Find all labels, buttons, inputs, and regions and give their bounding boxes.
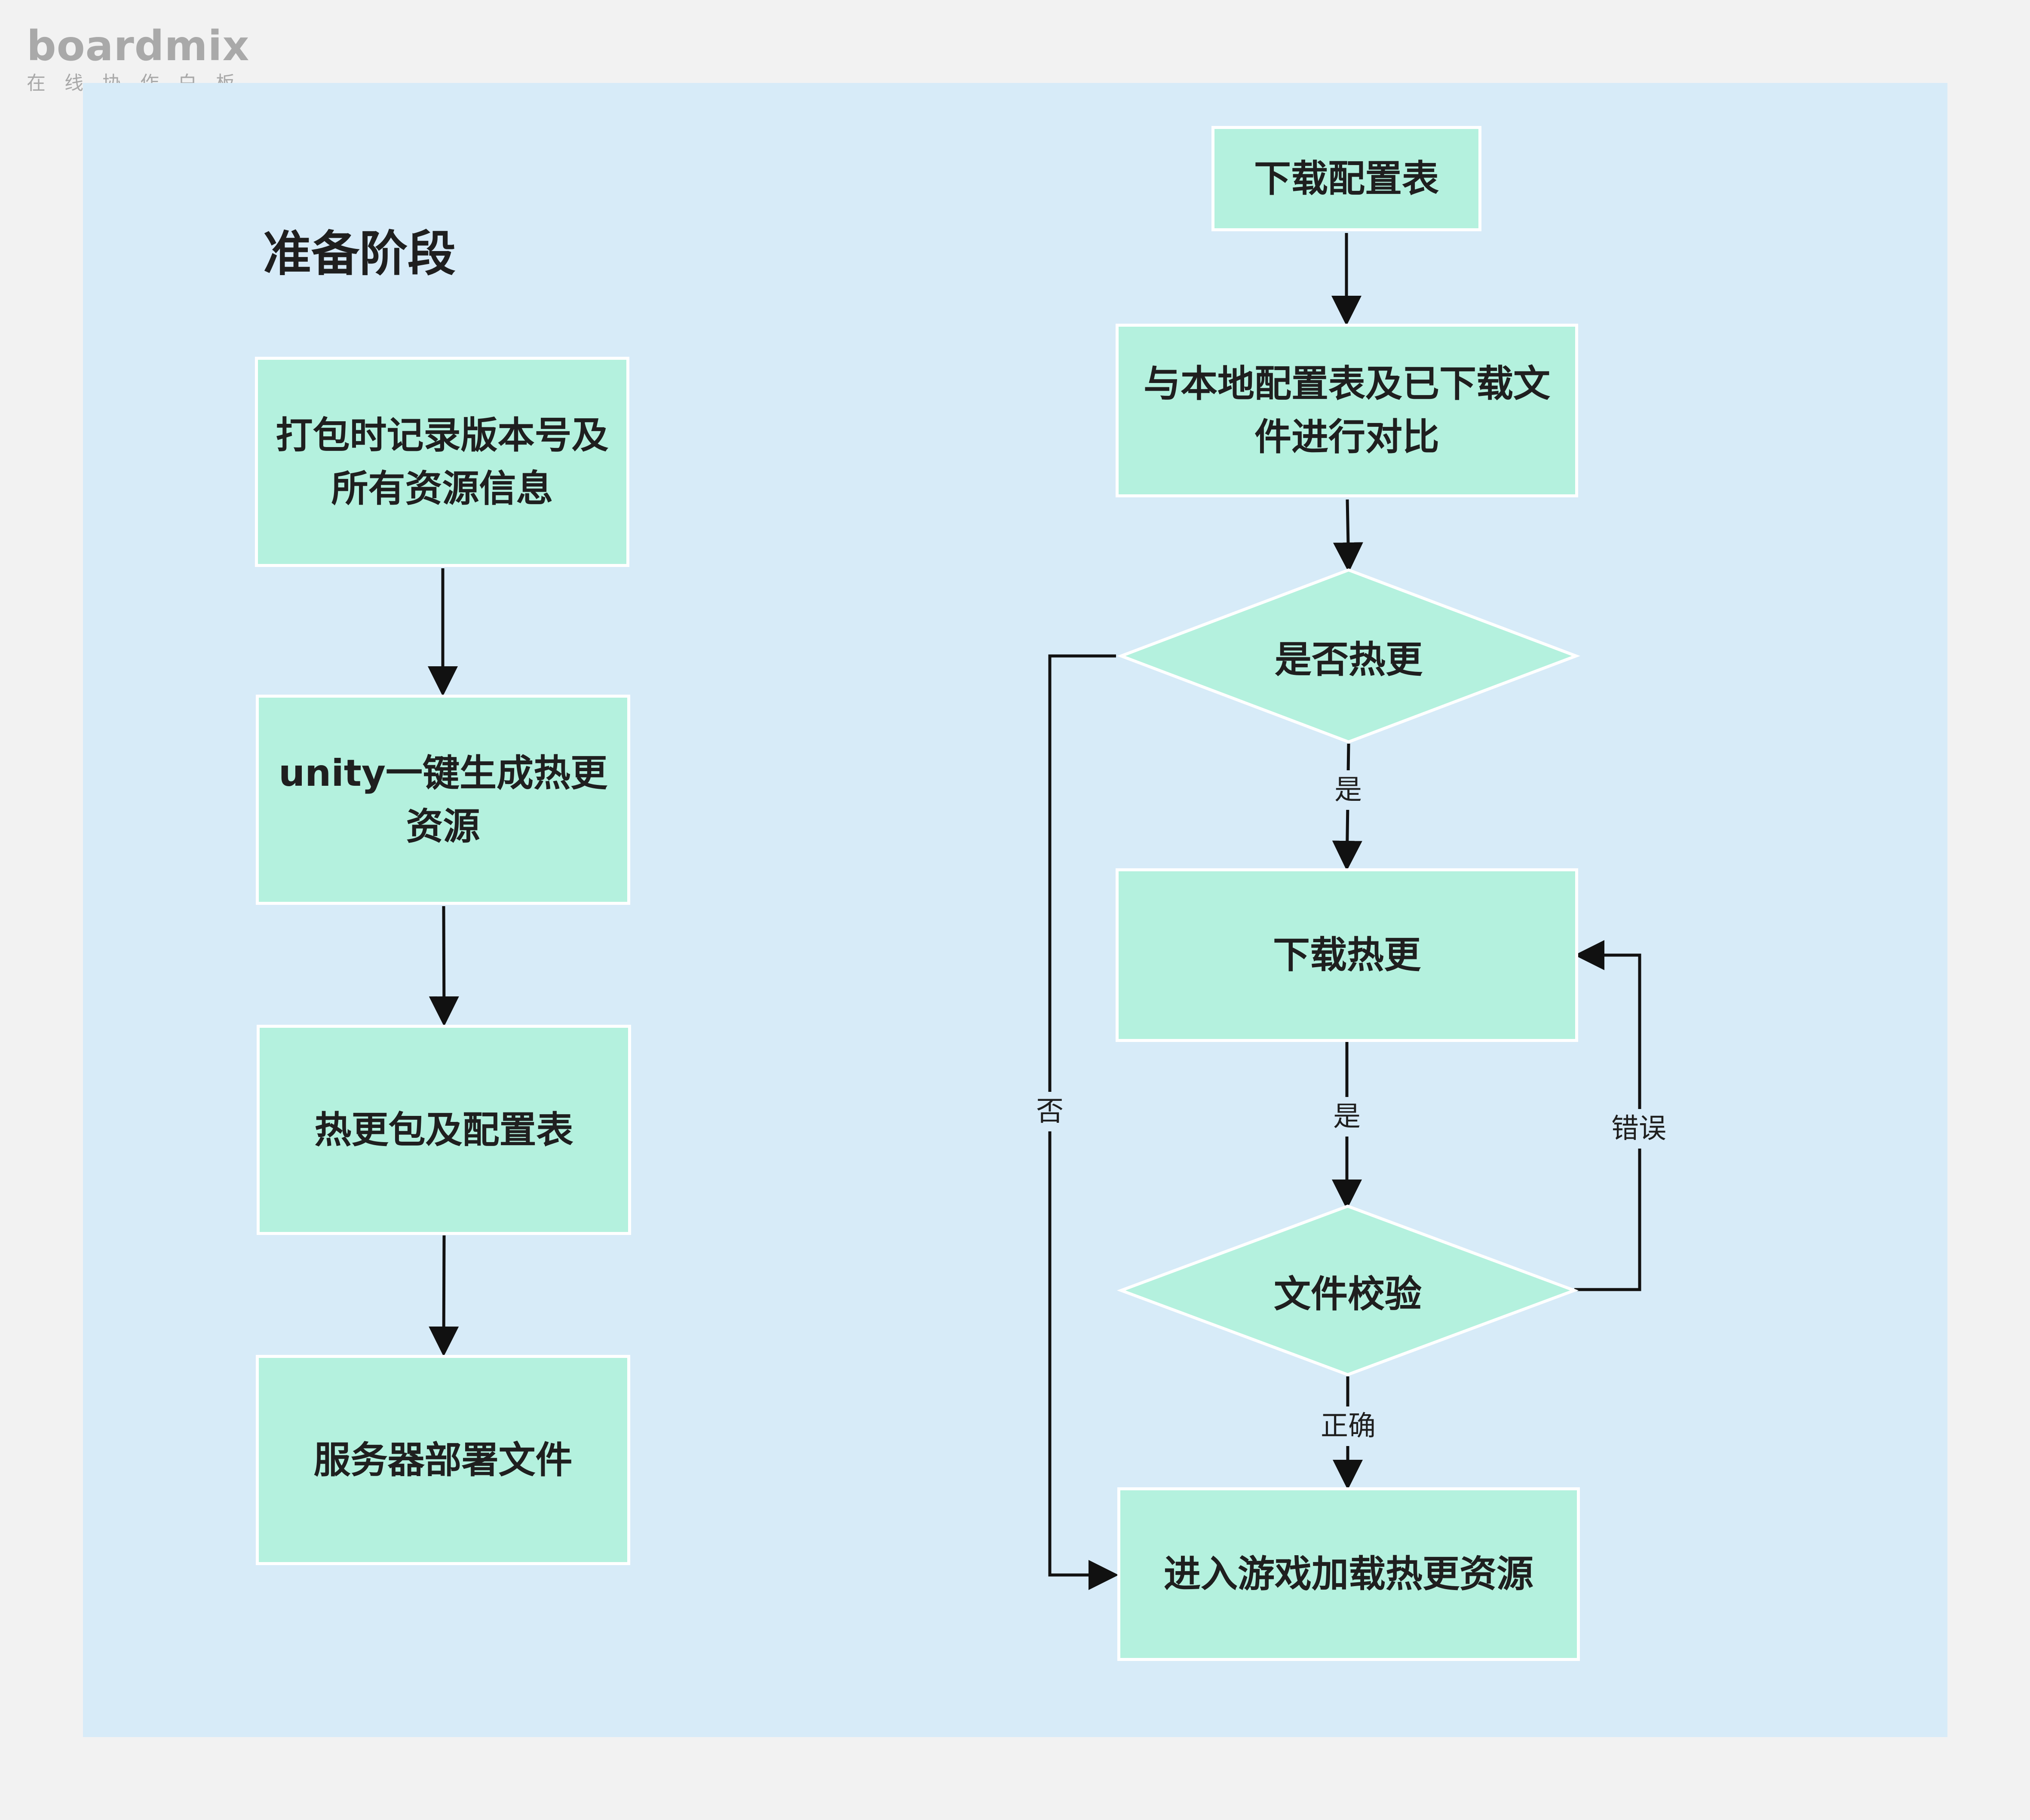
step-enter-game-label: 进入游戏加载热更资源 bbox=[1164, 1553, 1533, 1596]
decision-diamond-hotupdate[interactable] bbox=[1117, 568, 1580, 744]
step-hotupdate-package-label: 热更包及配置表 bbox=[314, 1108, 573, 1152]
step-compare-local[interactable]: 与本地配置表及已下载文件进行对比 bbox=[1116, 324, 1578, 497]
edge-label-download-yes: 是 bbox=[1331, 1097, 1362, 1137]
step-download-config[interactable]: 下载配置表 bbox=[1211, 126, 1481, 231]
step-download-hotupdate[interactable]: 下载热更 bbox=[1116, 868, 1578, 1042]
step-record-version-label: 打包时记录版本号及所有资源信息 bbox=[276, 414, 609, 510]
step-enter-game[interactable]: 进入游戏加载热更资源 bbox=[1117, 1487, 1580, 1661]
step-compare-local-label: 与本地配置表及已下载文件进行对比 bbox=[1144, 362, 1550, 459]
step-record-version[interactable]: 打包时记录版本号及所有资源信息 bbox=[255, 357, 629, 567]
edge-label-verify-error: 错误 bbox=[1610, 1109, 1668, 1149]
step-download-hotupdate-label: 下载热更 bbox=[1273, 934, 1421, 977]
decision-hotupdate-label: 是否热更 bbox=[1275, 638, 1423, 681]
logo-wordmark: boardmix bbox=[27, 22, 250, 70]
decision-verify-label: 文件校验 bbox=[1274, 1272, 1422, 1316]
step-hotupdate-package[interactable]: 热更包及配置表 bbox=[257, 1025, 631, 1235]
step-unity-generate[interactable]: unity一键生成热更资源 bbox=[256, 695, 630, 905]
edge-label-verify-correct: 正确 bbox=[1319, 1406, 1377, 1446]
edge-label-hotupdate-no: 否 bbox=[1034, 1092, 1065, 1131]
decision-diamond-verify[interactable] bbox=[1116, 1204, 1579, 1376]
step-unity-generate-label: unity一键生成热更资源 bbox=[278, 751, 608, 848]
step-server-deploy[interactable]: 服务器部署文件 bbox=[256, 1355, 630, 1565]
section-title-prep: 准备阶段 bbox=[263, 226, 456, 282]
arrow-compare-to-decision bbox=[1333, 499, 1363, 573]
step-download-config-label: 下载配置表 bbox=[1254, 157, 1439, 200]
step-server-deploy-label: 服务器部署文件 bbox=[313, 1438, 573, 1482]
edge-label-hotupdate-yes: 是 bbox=[1333, 770, 1364, 810]
